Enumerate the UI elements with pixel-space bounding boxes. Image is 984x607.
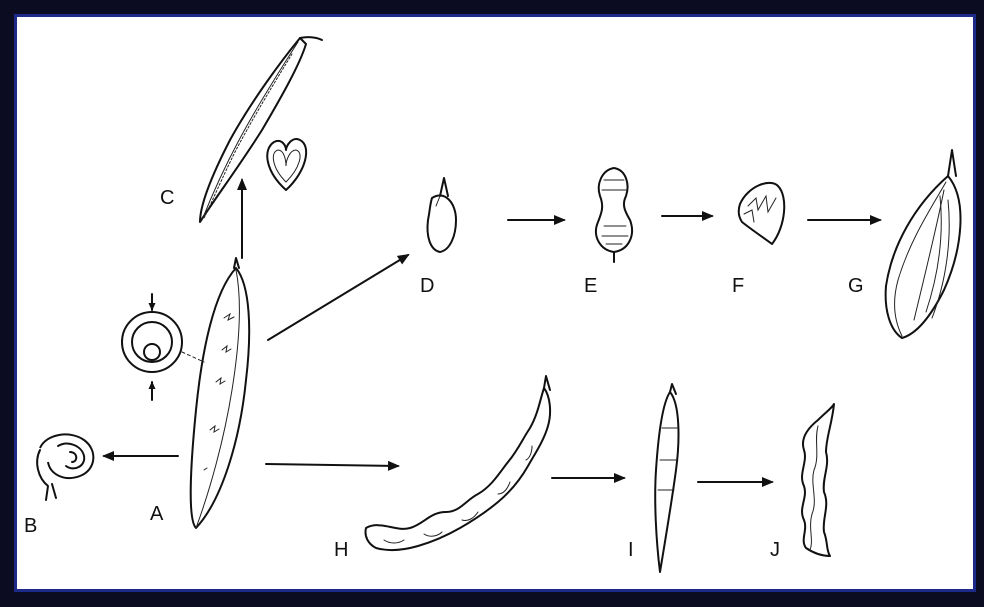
label-i: I xyxy=(628,539,634,561)
fruit-j xyxy=(802,404,834,556)
fruit-e xyxy=(596,168,632,262)
fruit-i xyxy=(655,384,678,572)
label-b: B xyxy=(24,515,37,537)
label-e: E xyxy=(584,275,597,297)
label-f: F xyxy=(732,275,744,297)
label-d: D xyxy=(420,275,434,297)
heart-section xyxy=(267,139,306,190)
label-h: H xyxy=(334,539,348,561)
ovary-cross-section xyxy=(122,294,204,400)
fruit-f xyxy=(739,183,785,244)
legume-pod-a xyxy=(191,258,249,528)
label-g: G xyxy=(848,275,864,297)
fruit-d xyxy=(428,178,457,252)
label-j: J xyxy=(770,539,780,561)
long-pod-c xyxy=(200,37,322,222)
coiled-pod-b xyxy=(37,434,93,500)
fruit-h xyxy=(365,376,550,550)
arrow-a-to-d xyxy=(268,255,408,340)
label-a: A xyxy=(150,503,164,525)
label-c: C xyxy=(160,187,174,209)
arrow-a-to-h xyxy=(266,464,398,466)
fruit-g xyxy=(886,150,961,338)
